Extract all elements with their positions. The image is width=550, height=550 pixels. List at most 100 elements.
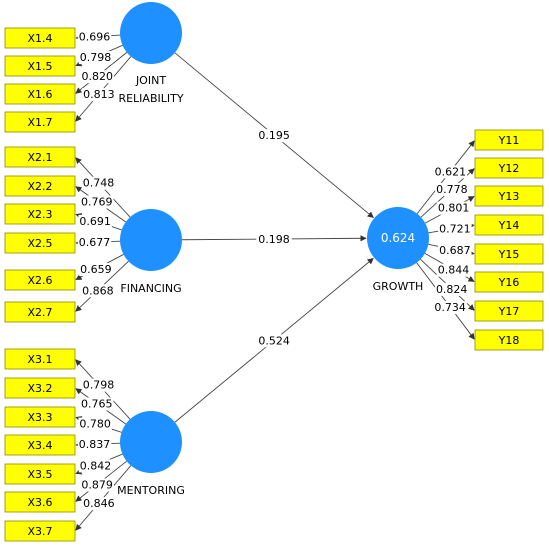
loading-value-bg — [78, 51, 113, 65]
loading-value-bg — [434, 282, 469, 296]
path-coefficient-bg — [256, 129, 292, 143]
loading-value: 0.696 — [79, 31, 111, 44]
loading-value-bg — [78, 214, 112, 228]
path-coefficient: 0.198 — [258, 233, 290, 246]
indicator-box-Y12[interactable] — [474, 157, 544, 179]
loading-value-bg — [78, 417, 112, 431]
indicator-box-Y17[interactable] — [474, 300, 544, 322]
indicator-box-X3.2[interactable] — [4, 377, 76, 399]
loading-value: 0.798 — [83, 379, 115, 392]
loading-value: 0.778 — [436, 183, 468, 196]
loading-value: 0.677 — [79, 236, 111, 249]
r-squared-value: 0.624 — [381, 231, 415, 245]
loading-value-bg — [438, 222, 472, 236]
loading-value: 0.769 — [81, 195, 113, 208]
loading-value: 0.621 — [435, 165, 467, 178]
indicator-box-Y18[interactable] — [474, 329, 544, 351]
loading-value-bg — [78, 459, 113, 473]
construct-label: MENTORING — [117, 484, 185, 497]
loading-value-bg — [79, 262, 113, 276]
path-coefficient: 0.524 — [258, 334, 290, 347]
indicator-box-X3.7[interactable] — [4, 520, 76, 542]
loading-value: 0.837 — [79, 438, 111, 451]
loading-value-bg — [80, 397, 114, 411]
loading-value-bg — [438, 243, 472, 257]
indicator-box-Y13[interactable] — [474, 185, 544, 207]
labels-layer: 0.696 0.798 0.820 0.813 0.748 0.769 0.691 0.677… — [77, 30, 472, 511]
loading-value-bg — [82, 497, 116, 511]
indicator-box-X1.4[interactable] — [4, 27, 76, 49]
latent-construct-jr[interactable] — [120, 2, 182, 64]
loading-value-bg — [433, 165, 468, 179]
latent-construct-fin[interactable] — [120, 209, 182, 271]
indicator-box-X2.3[interactable] — [4, 203, 76, 225]
indicators-layer: X1.4X1.5X1.6X1.7X2.1X2.2X2.3X2.5X2.6X2.7… — [4, 27, 544, 542]
indicator-label: X3.1 — [27, 353, 52, 366]
indicator-label: Y15 — [498, 248, 520, 261]
indicator-label: X1.4 — [27, 32, 52, 45]
indicator-box-X2.7[interactable] — [4, 301, 76, 323]
indicator-box-X2.6[interactable] — [4, 269, 76, 291]
indicator-label: Y16 — [498, 276, 520, 289]
indicator-label: X2.5 — [27, 237, 52, 250]
loading-value: 0.842 — [80, 459, 112, 472]
indicator-label: Y14 — [498, 219, 520, 232]
indicator-label: Y18 — [498, 334, 520, 347]
loading-value: 0.765 — [81, 397, 113, 410]
indicator-label: X3.7 — [27, 525, 52, 538]
path-coefficient-bg — [256, 334, 292, 348]
loading-value-bg — [81, 284, 115, 298]
indicator-box-X1.5[interactable] — [4, 55, 76, 77]
loading-value: 0.868 — [82, 284, 114, 297]
indicator-label: X3.4 — [27, 439, 52, 452]
indicator-box-X3.1[interactable] — [4, 348, 76, 370]
indicator-label: X2.2 — [27, 180, 52, 193]
latent-construct-men[interactable] — [120, 411, 182, 473]
loading-value: 0.820 — [81, 70, 113, 83]
indicator-box-X2.5[interactable] — [4, 232, 76, 254]
indicator-label: Y11 — [498, 134, 520, 147]
loading-value-bg — [436, 263, 471, 277]
indicator-label: X2.6 — [27, 274, 52, 287]
loading-value: 0.801 — [438, 202, 470, 215]
indicator-box-X3.6[interactable] — [4, 491, 76, 513]
loading-value-bg — [77, 236, 112, 250]
loading-value: 0.798 — [80, 51, 112, 64]
indicator-box-X3.5[interactable] — [4, 463, 76, 485]
loading-value-bg — [433, 301, 467, 315]
latents-layer: JOINTRELIABILITYFINANCINGMENTORING0.624G… — [117, 2, 429, 497]
loading-value: 0.813 — [83, 88, 115, 101]
indicator-box-X1.7[interactable] — [4, 111, 76, 133]
loading-value: 0.879 — [81, 479, 113, 492]
indicator-box-X1.6[interactable] — [4, 83, 76, 105]
indicator-label: X3.6 — [27, 496, 52, 509]
indicator-box-X2.1[interactable] — [4, 146, 76, 168]
loading-value-bg — [77, 438, 112, 452]
loading-value: 0.721 — [439, 222, 471, 235]
indicator-box-Y11[interactable] — [474, 129, 544, 151]
indicator-label: X2.3 — [27, 208, 52, 221]
indicator-box-Y14[interactable] — [474, 214, 544, 236]
indicator-box-Y15[interactable] — [474, 243, 544, 265]
indicator-label: X3.2 — [27, 382, 52, 395]
loading-value-bg — [82, 88, 116, 102]
construct-label: FINANCING — [120, 282, 181, 295]
indicator-label: Y12 — [498, 162, 520, 175]
loading-value: 0.691 — [79, 215, 111, 228]
latent-construct-gro[interactable] — [367, 207, 429, 269]
loading-value: 0.780 — [79, 418, 111, 431]
indicator-label: Y13 — [498, 190, 520, 203]
loading-value-bg — [436, 201, 471, 215]
indicator-label: X2.7 — [27, 306, 52, 319]
indicator-box-X3.4[interactable] — [4, 434, 76, 456]
loading-value-bg — [80, 70, 114, 84]
indicator-box-X2.2[interactable] — [4, 175, 76, 197]
indicator-box-X3.3[interactable] — [4, 406, 76, 428]
construct-label: RELIABILITY — [118, 92, 183, 105]
construct-label: JOINT — [135, 74, 166, 87]
loading-arrow — [416, 262, 475, 340]
loading-value: 0.748 — [83, 177, 115, 190]
indicator-box-Y16[interactable] — [474, 271, 544, 293]
loading-value-bg — [77, 30, 112, 44]
